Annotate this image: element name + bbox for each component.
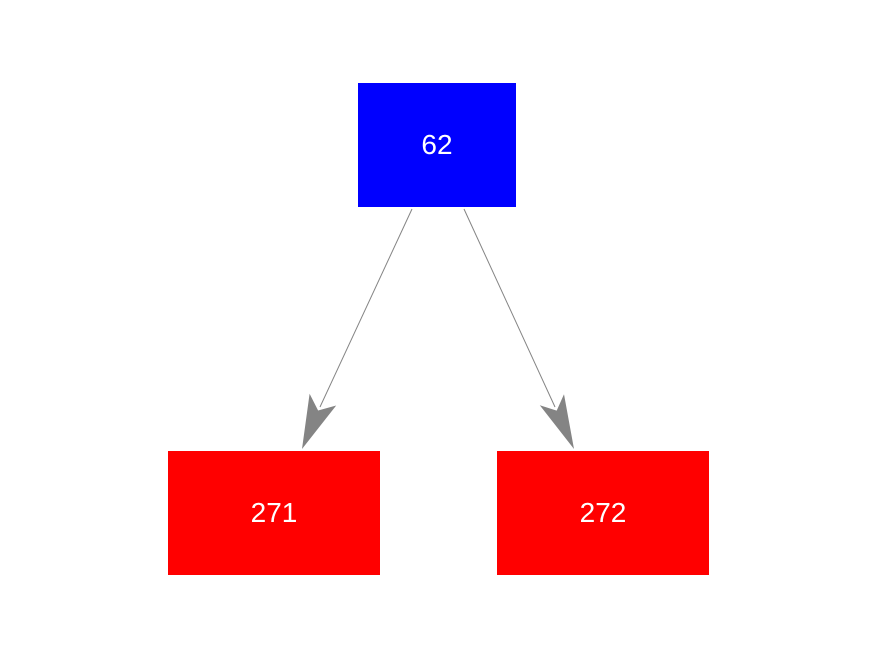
node-62[interactable]: 62: [358, 83, 516, 207]
edge-62-to-272: [463, 208, 574, 449]
arrowhead-icon: [302, 393, 337, 449]
edge-line-62-272: [463, 208, 556, 408]
node-label: 271: [250, 497, 298, 528]
node-272[interactable]: 272: [497, 451, 709, 575]
node-271[interactable]: 271: [168, 451, 380, 575]
node-label: 62: [421, 129, 453, 160]
arrowhead-icon: [539, 394, 574, 449]
node-label: 272: [579, 497, 627, 528]
edge-line-62-271: [319, 208, 413, 408]
edge-62-to-271: [302, 208, 413, 449]
